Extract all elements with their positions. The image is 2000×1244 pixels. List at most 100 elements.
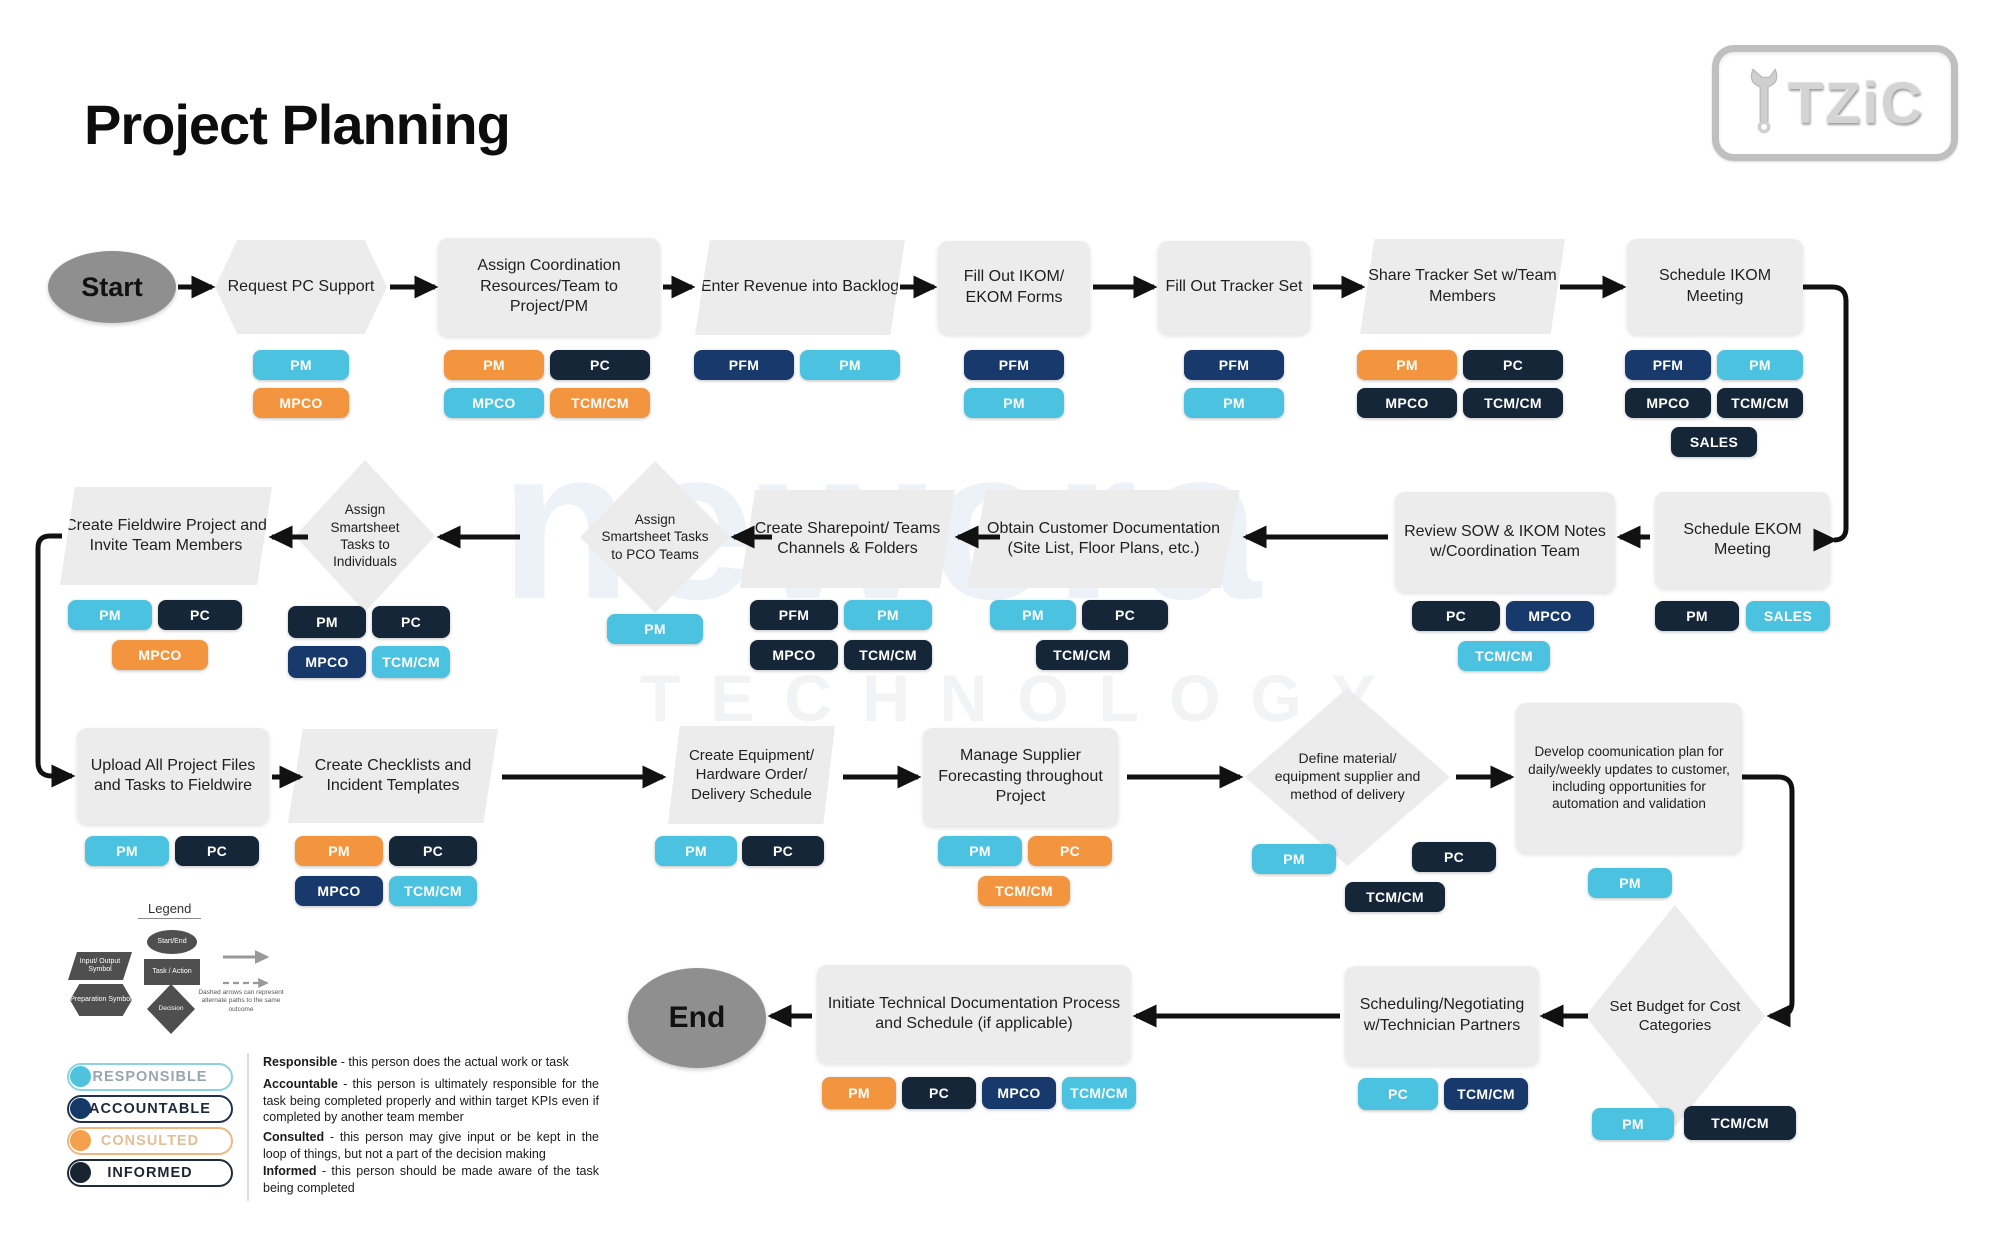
- role-badge-pc: PC: [158, 600, 242, 630]
- role-badge-mpco: MPCO: [112, 640, 208, 670]
- responsible-dot-icon: [70, 1066, 91, 1087]
- accountable-description: Accountable - this person is ultimately …: [263, 1076, 599, 1126]
- role-badge-pc: PC: [175, 836, 259, 866]
- role-badge-pfm: PFM: [750, 600, 838, 630]
- informed-description: Informed - this person should be made aw…: [263, 1163, 599, 1196]
- node-label: Create Equipment/ Hardware Order/ Delive…: [688, 747, 815, 803]
- node-schedule-ikom-meeting: Schedule IKOM Meeting: [1627, 239, 1803, 334]
- legend-arrow-icons: [223, 950, 270, 989]
- node-create-sharepoint-teams: Create Sharepoint/ Teams Channels & Fold…: [740, 490, 955, 588]
- node-label: Create Fieldwire Project and Invite Team…: [65, 516, 267, 554]
- accountable-text: - this person is ultimately responsible …: [263, 1077, 599, 1124]
- role-badge-tcm-cm: TCM/CM: [1717, 388, 1803, 418]
- node-create-checklists-incident-templates: Create Checklists and Incident Templates: [288, 729, 498, 823]
- raci-pill-consulted: CONSULTED: [67, 1127, 233, 1155]
- node-label: Create Checklists and Incident Templates: [314, 756, 472, 794]
- role-badge-mpco: MPCO: [295, 876, 383, 906]
- node-create-fieldwire-project: Create Fieldwire Project and Invite Team…: [60, 487, 272, 585]
- raci-pill-label: CONSULTED: [100, 1133, 200, 1149]
- role-badge-tcm-cm: TCM/CM: [372, 646, 450, 678]
- page-title: Project Planning: [84, 93, 511, 156]
- node-label: Enter Revenue into Backlog: [700, 278, 900, 296]
- role-badge-mpco: MPCO: [253, 388, 349, 418]
- node-label: Start: [81, 271, 143, 302]
- node-request-pc-support: Request PC Support: [215, 240, 387, 334]
- node-upload-project-files: Upload All Project Files and Tasks to Fi…: [77, 728, 269, 824]
- role-badge-pm: PM: [1184, 388, 1284, 418]
- consulted-text: - this person may give input or be kept …: [263, 1130, 599, 1161]
- node-label: Fill Out Tracker Set: [1165, 278, 1303, 296]
- role-badge-pm: PM: [444, 350, 544, 380]
- role-badge-pm: PM: [68, 600, 152, 630]
- raci-pill-label: ACCOUNTABLE: [89, 1101, 211, 1117]
- node-label: Scheduling/Negotiating w/Technician Part…: [1359, 996, 1525, 1034]
- node-label: Develop coomunication plan for daily/wee…: [1528, 744, 1730, 812]
- role-badge-tcm-cm: TCM/CM: [1444, 1078, 1528, 1110]
- legend-start-end-shape: Start/End: [147, 930, 197, 954]
- role-badge-pm: PM: [607, 614, 703, 644]
- node-develop-communication-plan: Develop coomunication plan for daily/wee…: [1516, 703, 1742, 853]
- role-badge-tcm-cm: TCM/CM: [1458, 641, 1550, 671]
- node-label: Share Tracker Set w/Team Members: [1368, 267, 1557, 305]
- informed-term: Informed: [263, 1164, 317, 1178]
- role-badge-mpco: MPCO: [1357, 388, 1457, 418]
- node-fill-out-ikom-ekom-forms: Fill Out IKOM/ EKOM Forms: [938, 241, 1090, 334]
- role-badge-pm: PM: [288, 606, 366, 638]
- role-badge-pfm: PFM: [1625, 350, 1711, 380]
- role-badge-tcm-cm: TCM/CM: [1463, 388, 1563, 418]
- flow-arrow: [1803, 284, 1855, 552]
- node-label: Assign Coordination Resources/Team to Pr…: [477, 257, 621, 316]
- node-scheduling-negotiating-technician: Scheduling/Negotiating w/Technician Part…: [1345, 966, 1539, 1065]
- role-badge-pm: PM: [844, 600, 932, 630]
- node-label: Initiate Technical Documentation Process…: [827, 994, 1121, 1032]
- itzic-logo: TZiC: [1712, 45, 1958, 161]
- node-label: Manage Supplier Forecasting throughout P…: [938, 747, 1103, 806]
- role-badge-pm: PM: [1592, 1108, 1674, 1140]
- role-badge-tcm-cm: TCM/CM: [1345, 882, 1445, 912]
- role-badge-pm: PM: [800, 350, 900, 380]
- legend-dashed-arrow-caption: Dashed arrows can represent alternate pa…: [198, 989, 284, 1013]
- responsible-text: - this person does the actual work or ta…: [337, 1055, 569, 1069]
- role-badge-pm: PM: [1717, 350, 1803, 380]
- raci-divider: [247, 1053, 249, 1201]
- node-label: Assign Smartsheet Tasks to Individuals: [330, 502, 400, 570]
- legend-task-action-shape: Task / Action: [144, 959, 200, 985]
- responsible-description: Responsible - this person does the actua…: [263, 1054, 599, 1071]
- node-label: Request PC Support: [227, 277, 375, 295]
- node-enter-revenue: Enter Revenue into Backlog: [695, 240, 905, 335]
- role-badge-pm: PM: [1357, 350, 1457, 380]
- role-badge-mpco: MPCO: [982, 1077, 1056, 1109]
- role-badge-pm: PM: [253, 350, 349, 380]
- node-label: Fill Out IKOM/ EKOM Forms: [963, 268, 1065, 306]
- responsible-term: Responsible: [263, 1055, 338, 1069]
- node-schedule-ekom-meeting: Schedule EKOM Meeting: [1655, 492, 1830, 588]
- role-badge-mpco: MPCO: [444, 388, 544, 418]
- node-share-tracker-set: Share Tracker Set w/Team Members: [1360, 239, 1565, 334]
- raci-pill-responsible: RESPONSIBLE: [67, 1063, 233, 1091]
- role-badge-pc: PC: [902, 1077, 976, 1109]
- wrench-icon: [1746, 65, 1780, 142]
- accountable-dot-icon: [70, 1098, 91, 1119]
- raci-pill-label: INFORMED: [107, 1165, 193, 1181]
- legend-preparation-shape: Preparation Symbol: [70, 984, 132, 1016]
- node-label: Upload All Project Files and Tasks to Fi…: [90, 756, 256, 794]
- node-label: Obtain Customer Documentation (Site List…: [987, 519, 1220, 557]
- node-start: Start: [48, 251, 176, 323]
- watermark-subtext: TECHNOLOGY: [640, 661, 1406, 735]
- node-obtain-customer-documentation: Obtain Customer Documentation (Site List…: [967, 490, 1240, 588]
- role-badge-tcm-cm: TCM/CM: [1684, 1106, 1796, 1140]
- role-badge-pc: PC: [1463, 350, 1563, 380]
- role-badge-pc: PC: [742, 836, 824, 866]
- flow-arrow: [1742, 774, 1795, 1028]
- role-badge-pm: PM: [822, 1077, 896, 1109]
- role-badge-tcm-cm: TCM/CM: [1036, 640, 1128, 670]
- role-badge-tcm-cm: TCM/CM: [550, 388, 650, 418]
- role-badge-sales: SALES: [1671, 427, 1757, 457]
- role-badge-pm: PM: [85, 836, 169, 866]
- consulted-term: Consulted: [263, 1130, 325, 1144]
- role-badge-tcm-cm: TCM/CM: [844, 640, 932, 670]
- role-badge-tcm-cm: TCM/CM: [978, 876, 1070, 906]
- role-badge-pfm: PFM: [1184, 350, 1284, 380]
- flow-arrow: [35, 533, 76, 788]
